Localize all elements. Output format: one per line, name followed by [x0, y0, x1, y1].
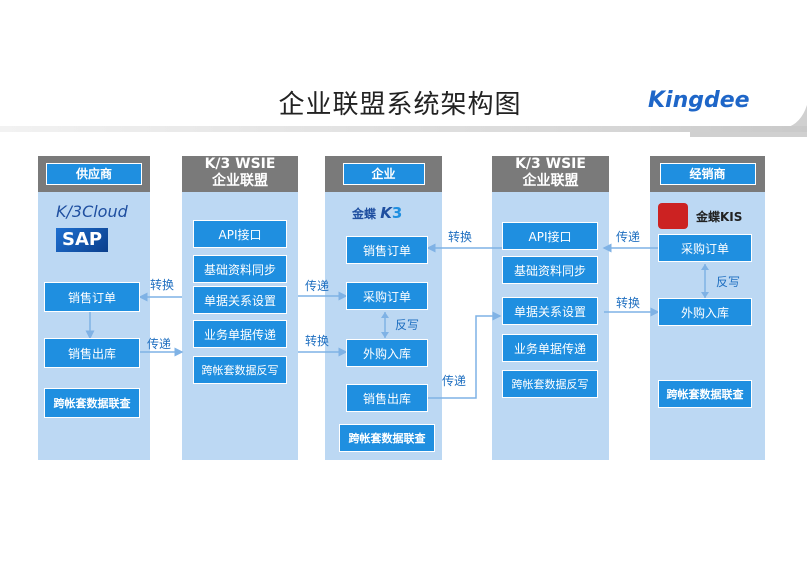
dealer-header: 经销商	[650, 156, 765, 192]
enterprise-purchase-inbound: 外购入库	[346, 339, 428, 367]
diagram-title: 企业联盟系统架构图	[278, 90, 522, 120]
wsie-right-header-line1: K/3 WSIE	[515, 156, 586, 172]
enterprise-sales-order: 销售订单	[346, 236, 428, 264]
wsie-left-basic-sync: 基础资料同步	[193, 255, 287, 283]
wsie-left-header: K/3 WSIE 企业联盟	[182, 156, 298, 192]
label-pass-3: 传递	[442, 374, 467, 388]
wsie-left-header-line1: K/3 WSIE	[204, 156, 276, 172]
enterprise-purchase-order: 采购订单	[346, 282, 428, 310]
enterprise-sales-outbound: 销售出库	[346, 384, 428, 412]
wsie-left-api: API接口	[193, 220, 287, 248]
k3cloud-logo: K/3Cloud	[56, 202, 128, 221]
wsie-left-header-line2: 企业联盟	[212, 173, 268, 189]
wsie-left-doc-pass: 业务单据传递	[193, 320, 287, 348]
kingdee-logo: Kingdee	[648, 88, 750, 113]
label-pass-2: 传递	[305, 279, 330, 293]
kis-logo-text: 金蝶KIS	[696, 209, 743, 224]
label-writeback-2: 反写	[716, 275, 741, 289]
kis-emblem-icon	[658, 203, 688, 229]
wsie-right-writeback: 跨帐套数据反写	[502, 370, 598, 398]
label-pass-4: 传递	[616, 230, 641, 244]
label-convert-1: 转换	[150, 278, 175, 292]
wsie-right-header: K/3 WSIE 企业联盟	[492, 156, 609, 192]
wsie-right-basic-sync: 基础资料同步	[502, 256, 598, 284]
kingdee-k3-logo: 金蝶 K3	[352, 204, 403, 222]
supplier-header: 供应商	[38, 156, 150, 192]
label-convert-3: 转换	[448, 230, 473, 244]
enterprise-header: 企业	[325, 156, 442, 192]
enterprise-header-label: 企业	[342, 163, 425, 185]
sap-logo: SAP	[56, 228, 109, 252]
wsie-left-writeback: 跨帐套数据反写	[193, 356, 287, 384]
title-band	[0, 126, 807, 132]
supplier-cross-ledger-query: 跨帐套数据联查	[44, 388, 140, 418]
kingdee-k3-logo-text: 金蝶	[352, 207, 377, 221]
dealer-cross-ledger-query: 跨帐套数据联查	[658, 380, 752, 408]
supplier-header-label: 供应商	[46, 163, 142, 185]
supplier-sales-order: 销售订单	[44, 282, 140, 312]
kis-logo: 金蝶KIS	[658, 203, 742, 229]
label-writeback-1: 反写	[395, 318, 420, 332]
wsie-right-doc-pass: 业务单据传递	[502, 334, 598, 362]
dealer-purchase-inbound: 外购入库	[658, 298, 752, 326]
dealer-purchase-order: 采购订单	[658, 234, 752, 262]
label-convert-2: 转换	[305, 334, 330, 348]
wsie-right-api: API接口	[502, 222, 598, 250]
supplier-sales-outbound: 销售出库	[44, 338, 140, 368]
dealer-header-label: 经销商	[659, 163, 756, 185]
wsie-left-doc-relation: 单据关系设置	[193, 286, 287, 314]
enterprise-cross-ledger-query: 跨帐套数据联查	[339, 424, 435, 452]
wsie-right-doc-relation: 单据关系设置	[502, 297, 598, 325]
label-convert-4: 转换	[616, 296, 641, 310]
label-pass-1: 传递	[147, 337, 172, 351]
wsie-right-header-line2: 企业联盟	[522, 173, 579, 189]
